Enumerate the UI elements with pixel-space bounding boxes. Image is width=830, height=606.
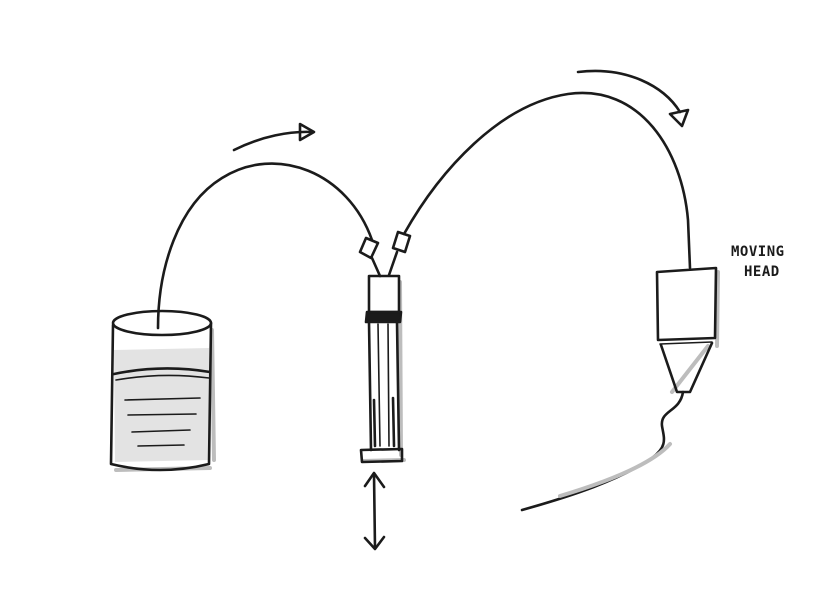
- reservoir-jar: [109, 309, 216, 472]
- plunger-base: [359, 447, 404, 464]
- moving-head: [520, 266, 720, 512]
- flow-arrow-left: [232, 130, 314, 152]
- syringe-pump: [358, 230, 412, 551]
- moving-head-label-line1: MOVING: [731, 244, 785, 260]
- motion-arrow: [372, 472, 377, 550]
- flow-arrow-right: [576, 69, 682, 114]
- inlet-tube: [156, 162, 374, 330]
- moving-head-label-line2: HEAD: [744, 264, 780, 280]
- inlet-connector: [358, 236, 380, 260]
- outlet-tube: [402, 91, 692, 270]
- nozzle-cable: [520, 390, 685, 512]
- outlet-connector: [391, 230, 412, 254]
- liquid-surface: [112, 367, 212, 376]
